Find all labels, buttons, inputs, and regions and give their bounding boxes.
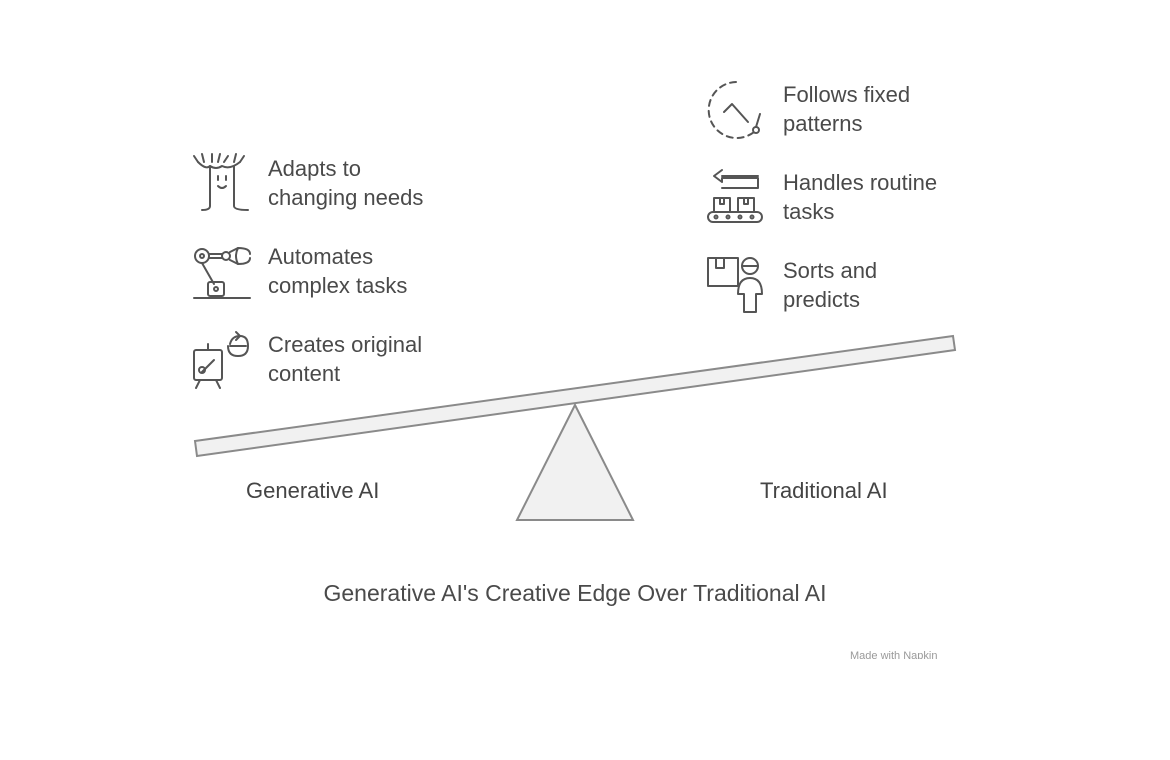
diagram-title: Generative AI's Creative Edge Over Tradi… [323,580,827,606]
dashed-cycle-icon [707,81,761,139]
left-item-adapts: Adapts to changing needs [268,156,424,210]
left-item-creates: Creates original content [268,332,423,386]
easel-create-icon [193,331,249,389]
watermark-text: Made with Napkin [850,650,938,659]
fulcrum-triangle [515,402,635,521]
left-side-label: Generative AI [246,478,380,503]
worker-sorting-icon [707,257,763,313]
seesaw-plank [193,334,957,458]
tree-adapt-icon [193,153,249,211]
conveyor-belt-icon [707,169,763,223]
right-item-follows: Follows fixed patterns [783,82,911,136]
right-item-sorts: Sorts and predicts [783,258,878,312]
right-item-handles: Handles routine tasks [783,170,938,224]
right-side-label: Traditional AI [760,478,888,503]
robot-arm-icon [193,247,251,299]
left-item-automates: Automates complex tasks [268,244,408,298]
